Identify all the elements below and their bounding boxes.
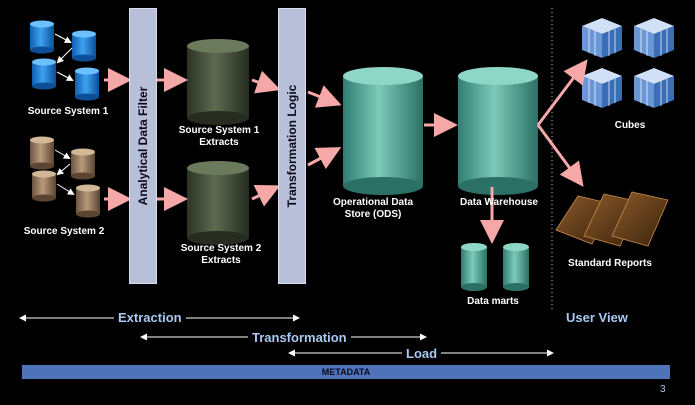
database-icon (32, 58, 56, 90)
cubes-label: Cubes (614, 120, 646, 131)
database-icon (72, 30, 96, 62)
extract-1-label-line1: Source System 1 (178, 125, 260, 136)
source-system-2-label: Source System 2 (23, 226, 105, 237)
filter-label: Analytical Data Filter (136, 86, 150, 206)
flow-arrows (104, 59, 588, 244)
extract-2-database (187, 161, 249, 245)
extract-2-label-line1: Source System 2 (180, 243, 262, 254)
load-label: Load (402, 346, 442, 361)
reports-group (555, 191, 669, 247)
analytical-data-filter-bar: Analytical Data Filter (129, 8, 157, 284)
database-icon (32, 170, 56, 202)
ods-label: Operational Data Store (ODS) (318, 197, 428, 221)
source-system-1-label: Source System 1 (27, 106, 109, 117)
extract-1-label: Source System 1 Extracts (164, 125, 274, 149)
data-mart-database (503, 243, 529, 291)
cube-icon (634, 18, 674, 58)
database-icon (71, 148, 95, 180)
transformation-logic-label: Transformation Logic (285, 84, 299, 208)
transformation-logic-bar: Transformation Logic (278, 8, 306, 284)
user-view-label: User View (566, 310, 628, 325)
database-icon (75, 67, 99, 101)
warehouse-database (458, 67, 538, 195)
database-icon (76, 184, 100, 218)
extract-1-label-line2: Extracts (199, 137, 239, 148)
extract-2-label: Source System 2 Extracts (166, 243, 276, 267)
standard-reports-label: Standard Reports (568, 258, 652, 269)
metadata-bar: METADATA (22, 365, 670, 379)
cube-icon (582, 68, 622, 108)
extract-2-label-line2: Extracts (201, 255, 241, 266)
source-system-1-databases (30, 20, 99, 101)
source-system-2-databases (30, 136, 100, 218)
database-icon (30, 136, 54, 170)
ods-label-line2: Store (ODS) (344, 209, 402, 220)
page-number: 3 (660, 384, 666, 395)
data-mart-database (461, 243, 487, 291)
transformation-label: Transformation (248, 330, 351, 345)
warehouse-label: Data Warehouse (460, 197, 538, 208)
extract-1-database (187, 39, 249, 125)
database-icon (30, 20, 54, 54)
report-document-icon (611, 191, 669, 247)
extraction-label: Extraction (114, 310, 186, 325)
cube-icon (634, 68, 674, 108)
ods-database (343, 67, 423, 195)
cubes-group (582, 18, 674, 108)
data-marts-label: Data marts (467, 296, 519, 307)
cube-icon (582, 18, 622, 58)
ods-label-line1: Operational Data (332, 197, 414, 208)
